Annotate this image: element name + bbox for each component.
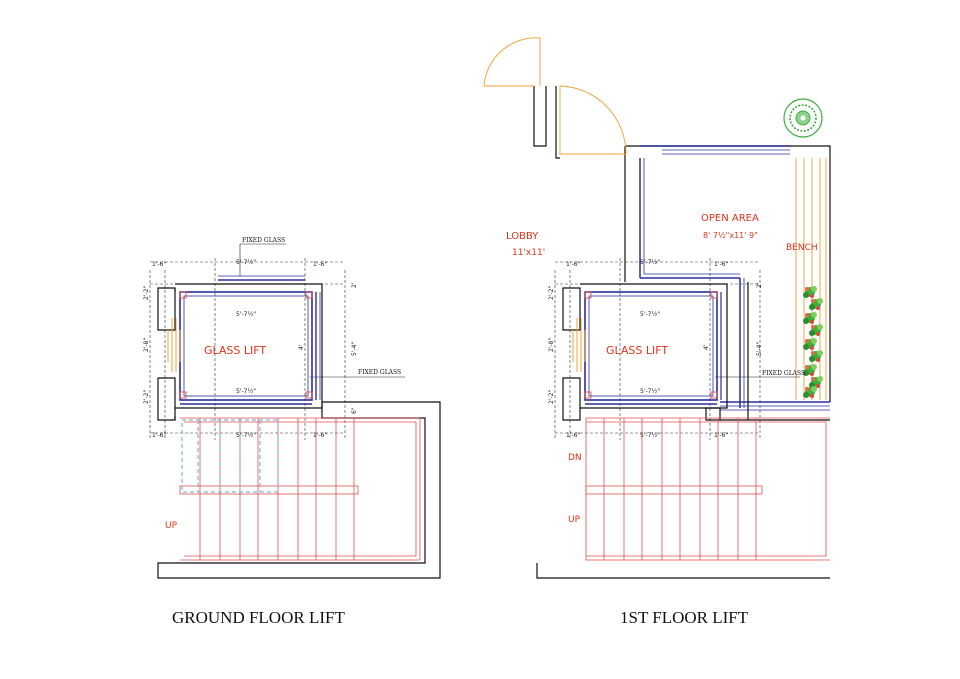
- ground-dim-left-top: 2'-2": [143, 286, 150, 300]
- first-lift-door: [572, 318, 586, 372]
- first-dimension-lines: [554, 258, 761, 440]
- ground-up-label: UP: [165, 521, 178, 531]
- ground-dim-inner-top: 5'-7½": [236, 311, 256, 318]
- first-fixed-glass: FIXED GLASS: [762, 370, 805, 377]
- open-area-size: 8' 7½"x11' 9": [703, 231, 758, 240]
- ground-dim-bottom-right: 1'-6": [313, 432, 327, 439]
- ground-stair-treads: [199, 418, 355, 560]
- first-dim-left-bottom: 2'-2": [548, 390, 555, 404]
- first-dim-inner-top: 5'-7½": [640, 311, 660, 318]
- lobby-label: LOBBY: [506, 231, 539, 242]
- ground-dim-left-mid: 2'-8": [143, 338, 150, 352]
- ground-column-marks: [179, 291, 313, 399]
- ground-shaft-walls: [157, 283, 323, 421]
- first-lift-label: GLASS LIFT: [606, 344, 668, 357]
- ground-dim-left-bottom: 2'-2": [143, 390, 150, 404]
- first-dim-top-mid: 5'-7½": [640, 259, 660, 266]
- ground-floor-plan: FIXED GLASS FIXED GLASS: [143, 237, 441, 627]
- ground-dim-right-outer: 5'-4": [351, 342, 358, 356]
- ground-dim-top-left: 1'-6": [152, 261, 166, 268]
- plant-icon: [803, 286, 817, 298]
- ground-dim-top-right: 1'-6": [313, 261, 327, 268]
- first-floor-plan: BENCH: [483, 37, 831, 627]
- first-stair: [585, 417, 830, 561]
- ground-lift-label: GLASS LIFT: [204, 344, 266, 357]
- first-dim-bottom-right: 1'-6": [714, 432, 728, 439]
- plant-icon: [809, 324, 823, 336]
- lobby-size: 11'x11': [512, 248, 545, 258]
- ground-stair-wall: [157, 401, 441, 579]
- first-door-swings: [483, 37, 627, 155]
- plant-icon: [809, 350, 823, 362]
- first-dim-right-inner: 4': [703, 344, 710, 350]
- first-dim-left-mid: 2'-8": [548, 338, 555, 352]
- ground-fixed-glass-top: FIXED GLASS: [242, 237, 285, 244]
- first-floor-title: 1ST FLOOR LIFT: [620, 608, 749, 627]
- first-stair-treads: [603, 418, 757, 560]
- ground-lift-door: [167, 318, 181, 372]
- ground-lift-shaft: [179, 275, 321, 405]
- ground-dim-inner-bottom: 5'-7½": [236, 388, 256, 395]
- ground-dim-right-bottom: 6": [351, 407, 358, 414]
- first-dim-right-outer: 5'-4": [756, 342, 763, 356]
- ground-lift-pit-dashed: [181, 419, 279, 493]
- ground-dim-top-mid: 5'-7½": [236, 259, 256, 266]
- first-bench-label: BENCH: [786, 243, 818, 253]
- first-dim-bottom-left: 1'-6": [566, 432, 580, 439]
- plant-icon: [809, 298, 823, 310]
- first-up-label: UP: [568, 515, 581, 525]
- ground-dim-bottom-mid: 5'-7½": [236, 432, 256, 439]
- first-open-area-walls: [639, 145, 830, 411]
- first-dim-right-top: 2': [756, 282, 763, 288]
- ground-dim-bottom-left: 1'-6": [152, 432, 166, 439]
- tree-icon: [783, 98, 823, 138]
- first-dim-top-right: 1'-6": [714, 261, 728, 268]
- first-dim-top-left: 1'-6": [566, 261, 580, 268]
- plant-icon: [809, 376, 823, 388]
- ground-dim-right-inner: 4': [298, 344, 305, 350]
- plant-icon: [803, 338, 817, 350]
- first-outer-walls: [624, 155, 831, 420]
- first-dim-bottom-mid: 5'-7½": [640, 432, 660, 439]
- first-stair-wall: [536, 419, 830, 579]
- ground-dim-right-top: 2': [351, 282, 358, 288]
- plant-icon: [803, 312, 817, 324]
- ground-fixed-glass-right: FIXED GLASS: [358, 369, 401, 376]
- plant-icon: [803, 364, 817, 376]
- first-dim-inner-bottom: 5'-7½": [640, 388, 660, 395]
- ground-stair: [179, 417, 421, 561]
- ground-floor-title: GROUND FLOOR LIFT: [172, 608, 345, 627]
- first-column-marks: [584, 291, 718, 399]
- planter-row: [803, 286, 823, 398]
- plant-icon: [803, 386, 817, 398]
- ground-leaders: [239, 243, 405, 378]
- open-area-label: OPEN AREA: [701, 213, 759, 224]
- first-dim-left-top: 2'-2": [548, 286, 555, 300]
- first-dn-label: DN: [568, 453, 582, 463]
- first-bench: [795, 158, 827, 400]
